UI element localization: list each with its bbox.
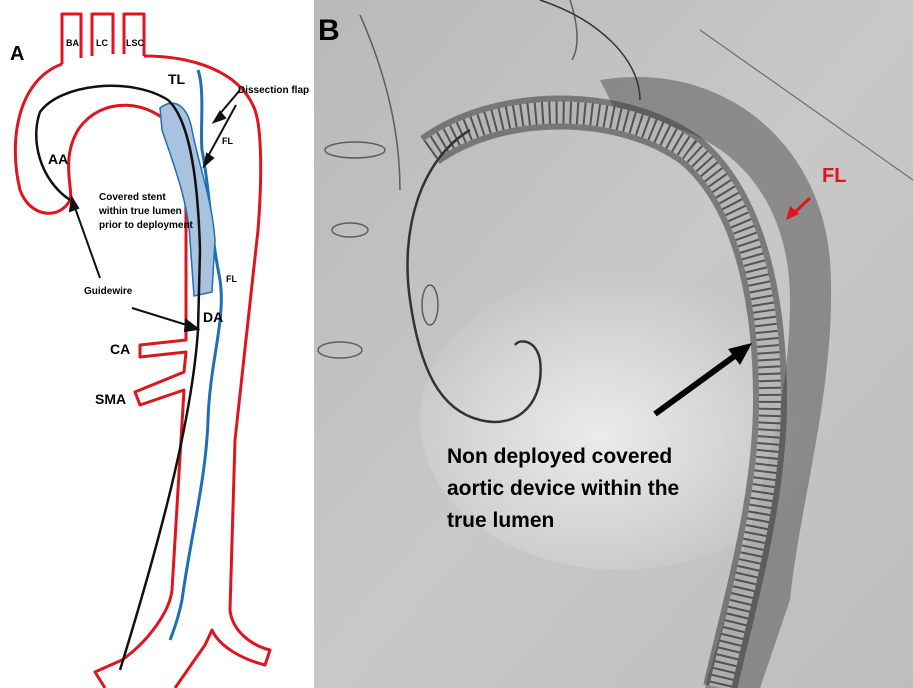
false-lumen-label-xray: FL	[822, 165, 846, 187]
vessel-label-lc: LC	[96, 38, 108, 48]
device-caption-line-1: Non deployed covered	[447, 445, 672, 468]
stent-caption-line-1: Covered stent	[99, 192, 166, 203]
vessel-label-lsc: LSC	[126, 38, 145, 48]
panel-divider	[309, 0, 314, 688]
sma-label: SMA	[95, 391, 126, 407]
true-lumen-label: TL	[168, 71, 186, 87]
celiac-artery-label: CA	[110, 341, 130, 357]
panel-a-letter: A	[10, 43, 24, 65]
panel-b: B FL Non deployed covered aortic device …	[314, 0, 913, 688]
false-lumen-label-lower: FL	[226, 274, 237, 284]
aorta-wall	[15, 14, 270, 688]
guidewire-line	[36, 86, 200, 670]
stent-caption-line-2: within true lumen	[98, 206, 182, 217]
panel-b-letter: B	[318, 14, 340, 47]
device-caption-line-2: aortic device within the	[447, 477, 679, 500]
panel-a: A BA LC LSC TL Dissection flap FL FL AA …	[10, 14, 309, 688]
dissection-flap-label: Dissection flap	[238, 85, 309, 96]
stent-caption-line-3: prior to deployment	[99, 220, 194, 231]
vessel-label-ba: BA	[66, 38, 79, 48]
device-caption-line-3: true lumen	[447, 509, 554, 532]
guidewire-label: Guidewire	[84, 286, 133, 297]
ascending-aorta-label: AA	[48, 151, 68, 167]
false-lumen-label-upper: FL	[222, 136, 233, 146]
descending-aorta-label: DA	[203, 309, 223, 325]
